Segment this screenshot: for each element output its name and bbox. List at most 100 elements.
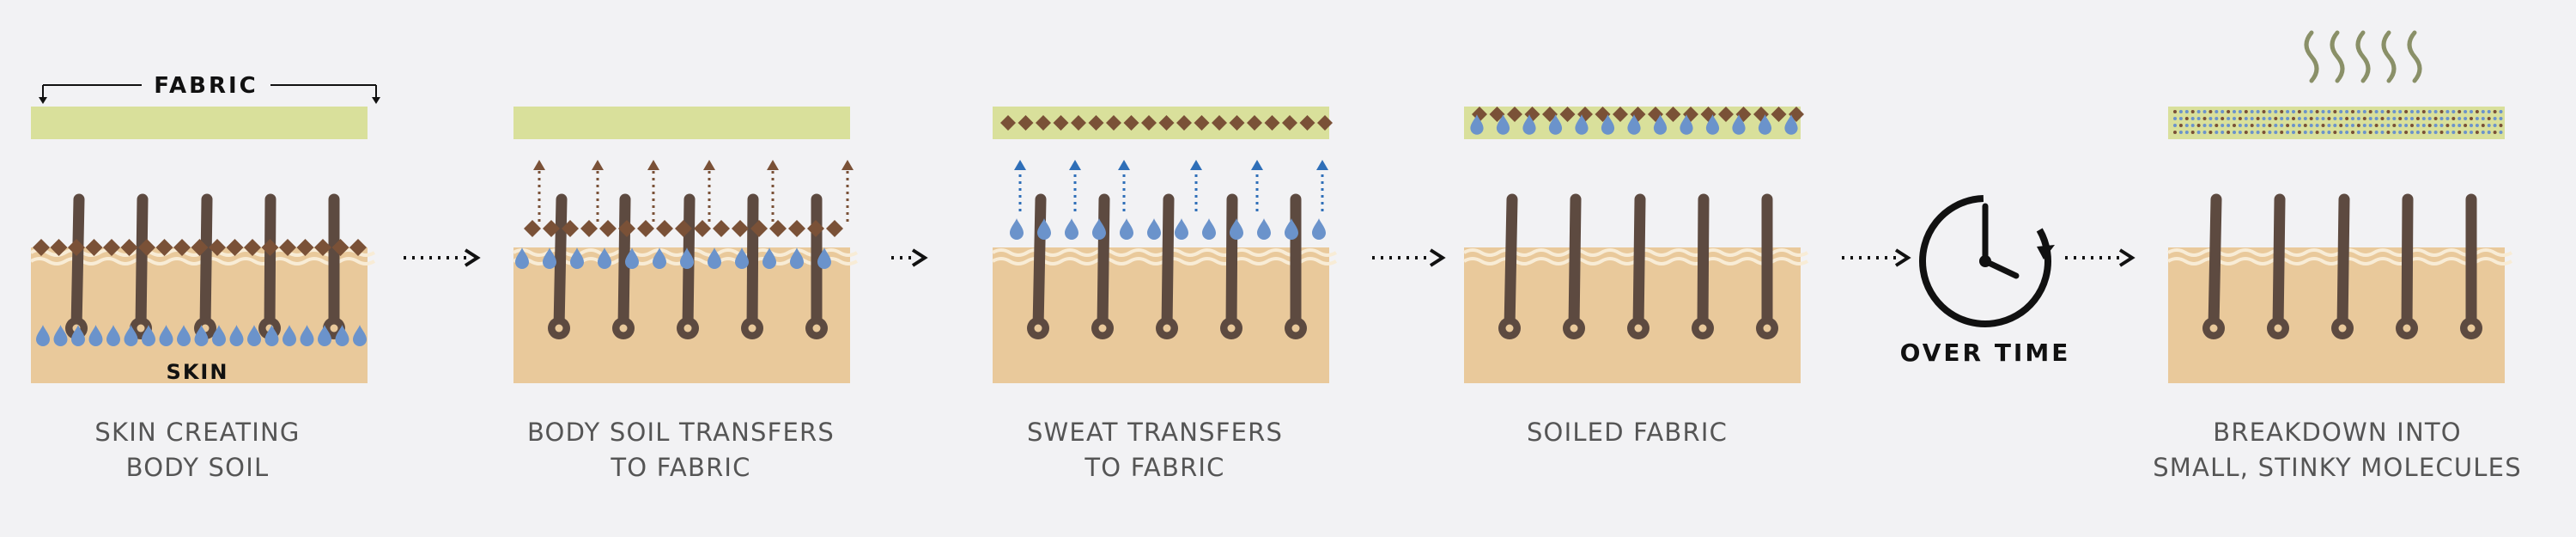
sweat-drop-icon xyxy=(124,325,138,346)
molecule-dot xyxy=(2362,110,2366,113)
soil-particle xyxy=(713,220,730,237)
follicle-pore xyxy=(1098,324,1107,333)
sweat-drop-icon xyxy=(318,325,331,346)
soil-particle xyxy=(50,239,68,256)
soil-particle xyxy=(1036,115,1051,131)
molecule-dot xyxy=(2351,131,2354,134)
molecule-dot xyxy=(2178,117,2183,120)
sweat-drop-icon xyxy=(106,325,120,346)
molecule-dot xyxy=(2458,131,2462,134)
follicle-pore xyxy=(1034,324,1042,333)
molecule-dot xyxy=(2380,124,2385,127)
molecule-dot xyxy=(2439,131,2444,134)
molecule-dot xyxy=(2433,131,2438,134)
hair-strand xyxy=(1161,193,1175,334)
molecule-dot xyxy=(2309,124,2313,127)
soil-particle xyxy=(1176,115,1192,131)
molecule-dot xyxy=(2439,117,2444,120)
molecule-dot xyxy=(2292,131,2295,134)
soil-particle xyxy=(1247,115,1262,131)
clock-arrowhead-icon xyxy=(2037,245,2055,259)
molecule-dot xyxy=(2380,110,2385,113)
molecule-dot xyxy=(2333,124,2337,127)
soil-particle xyxy=(1771,107,1787,122)
hair-strand xyxy=(2336,193,2350,334)
soil-particle xyxy=(1194,115,1210,131)
molecule-dot xyxy=(2268,117,2272,120)
molecule-dot xyxy=(2374,124,2379,127)
molecule-dot xyxy=(2374,110,2379,113)
soil-particle xyxy=(732,220,749,237)
soil-particle xyxy=(599,220,617,237)
fabric-strip xyxy=(31,107,368,139)
sweat-drop-icon xyxy=(53,325,68,346)
odor-wave-icon xyxy=(2330,30,2345,83)
up-arrow-icon xyxy=(841,160,854,170)
soil-particle xyxy=(637,220,654,237)
sweat-drop-icon xyxy=(1496,114,1510,135)
hair-strand xyxy=(617,193,631,334)
soil-particle xyxy=(580,220,598,237)
molecule-dot xyxy=(2202,131,2207,134)
molecule-dot xyxy=(2451,110,2456,113)
molecule-dot xyxy=(2286,124,2290,127)
hair-strand xyxy=(1568,193,1582,334)
soil-particle xyxy=(279,239,296,256)
soil-particle xyxy=(750,220,768,237)
sweat-drop-icon xyxy=(1257,218,1271,240)
molecule-dot xyxy=(2481,124,2485,127)
process-connectors xyxy=(404,248,2136,267)
molecule-dot xyxy=(2445,131,2450,134)
arrow-head-icon xyxy=(1429,248,1446,267)
clock-group: OVER TIME xyxy=(1900,195,2068,367)
molecule-dot xyxy=(2392,110,2397,113)
molecule-dot xyxy=(2470,124,2473,127)
molecule-dot xyxy=(2451,117,2456,120)
soil-particle xyxy=(1088,115,1104,131)
arrow-head-icon xyxy=(464,248,481,267)
molecule-dot xyxy=(2274,110,2278,113)
up-arrow-icon xyxy=(1316,160,1328,170)
molecule-dot xyxy=(2427,124,2432,127)
molecule-dot xyxy=(2421,110,2426,113)
molecule-dot xyxy=(2202,117,2207,120)
sweat-drop-icon xyxy=(1285,218,1298,240)
soil-particle xyxy=(675,220,692,237)
soil-particle xyxy=(1071,115,1086,131)
soil-particle xyxy=(1665,107,1681,122)
molecule-dot xyxy=(2356,124,2360,127)
molecule-dot xyxy=(2404,110,2409,113)
up-arrow-icon xyxy=(1118,160,1130,170)
molecule-dot xyxy=(2190,117,2195,120)
sweat-drop-icon xyxy=(735,247,749,269)
molecule-dot xyxy=(2327,110,2331,113)
follicle-pore xyxy=(1505,324,1514,333)
follicle-pore xyxy=(2338,324,2347,333)
soil-particle xyxy=(1229,115,1245,131)
soil-particle xyxy=(1141,115,1157,131)
molecule-dot xyxy=(2262,124,2266,127)
hair-strand xyxy=(1032,193,1047,334)
molecule-dot xyxy=(2362,131,2366,134)
hair-strand xyxy=(135,193,149,334)
soil-particle xyxy=(1507,107,1522,122)
molecule-dot xyxy=(2215,131,2219,134)
hair-strand xyxy=(1697,193,1710,334)
odor-wave-icon xyxy=(2355,30,2371,83)
soil-particle xyxy=(261,239,279,256)
hair-strand xyxy=(70,193,85,334)
molecule-dot xyxy=(2327,131,2331,134)
panel-soiled-fabric xyxy=(1462,107,1809,383)
sweat-drop-icon xyxy=(762,247,776,269)
molecule-dot xyxy=(2173,131,2177,134)
molecule-dot xyxy=(2392,131,2397,134)
molecule-dot xyxy=(2410,124,2414,127)
sweat-drop-icon xyxy=(1120,218,1133,240)
molecule-dot xyxy=(2445,124,2450,127)
molecule-dot xyxy=(2487,110,2491,113)
soil-particle xyxy=(68,239,85,256)
molecule-dot xyxy=(2356,110,2360,113)
molecule-dot xyxy=(2297,124,2301,127)
sweat-drop-icon xyxy=(1147,218,1161,240)
molecule-dot xyxy=(2297,131,2301,134)
